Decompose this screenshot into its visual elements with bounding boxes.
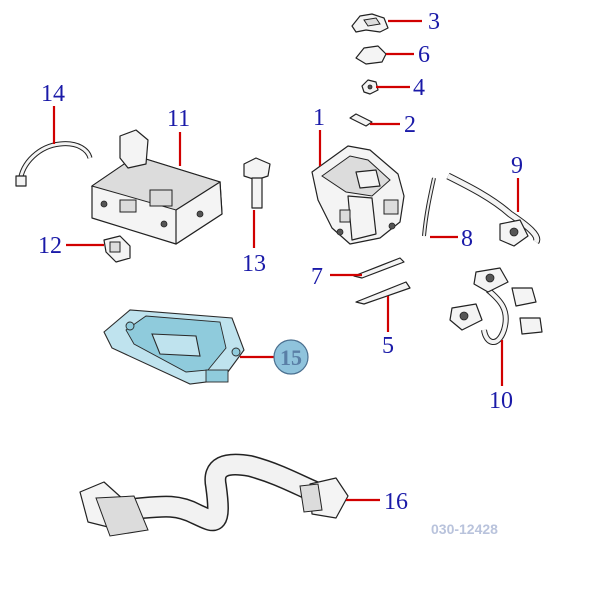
part-8-rod <box>422 177 436 237</box>
part-9-hose <box>446 172 541 247</box>
callout-10: 10 <box>489 388 513 414</box>
part-14-cable <box>15 141 93 187</box>
callout-1: 1 <box>313 105 325 131</box>
callout-13: 13 <box>242 251 266 277</box>
part-3-bracket <box>351 13 389 33</box>
part-13-sensor <box>243 157 271 209</box>
part-2-strip <box>349 113 373 127</box>
part-7-blade <box>353 257 405 279</box>
part-16-duct <box>79 453 349 537</box>
callout-14: 14 <box>41 81 65 107</box>
callout-4: 4 <box>413 75 425 101</box>
callout-9: 9 <box>511 153 523 179</box>
callout-12: 12 <box>38 233 62 259</box>
part-11-control-module <box>90 129 223 245</box>
part-1-housing <box>311 145 405 245</box>
callout-8: 8 <box>461 226 473 252</box>
part-15-tray-highlighted <box>103 309 245 385</box>
part-4-clip <box>361 79 379 95</box>
callout-5: 5 <box>382 333 394 359</box>
leader-lines <box>52 19 520 502</box>
part-12-bracket <box>103 235 131 263</box>
part-10-harness <box>449 267 543 345</box>
callout-15-badge: 15 <box>273 339 309 375</box>
callout-15: 15 <box>280 345 302 370</box>
part-5-blade <box>355 281 411 305</box>
callout-6: 6 <box>418 42 430 68</box>
callout-2: 2 <box>404 112 416 138</box>
callout-16: 16 <box>384 489 408 515</box>
callout-3: 3 <box>428 9 440 35</box>
reference-code: 030-12428 <box>431 521 498 537</box>
part-6-pad <box>355 45 387 65</box>
callout-7: 7 <box>311 264 323 290</box>
callout-11: 11 <box>167 106 190 132</box>
